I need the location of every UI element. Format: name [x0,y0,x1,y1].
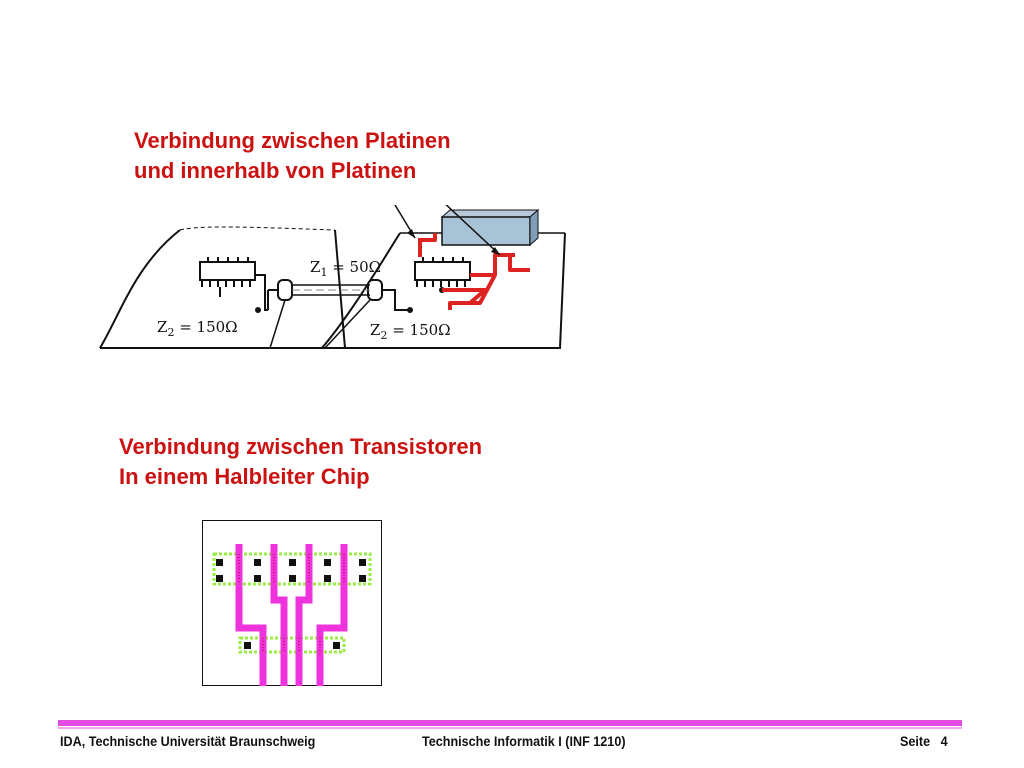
footer-rule-secondary [58,727,962,729]
arrow-to-board [394,205,416,239]
footer-institution: IDA, Technische Universität Braunschweig [60,733,316,749]
board-connection-heading: Verbindung zwischen Platinen und innerha… [134,126,451,186]
z2-left-label: Z2 = 150Ω [157,318,238,339]
right-ic-chip [414,257,471,287]
chip-layout-diagram [202,520,382,686]
coax-cable [267,279,410,311]
left-board-edge [179,226,336,231]
left-ic-chip [199,257,256,287]
board-interconnect-diagram [99,205,566,349]
left-trace [219,274,268,311]
chip-heading-line-2: In einem Halbleiter Chip [119,464,370,489]
board-heading-line-2: und innerhalb von Platinen [134,158,417,183]
z2-right-label: Z2 = 150Ω [370,321,451,342]
arrow-to-trace [445,205,501,256]
footer-rule [58,720,962,726]
z1-label: Z1 = 50Ω [310,258,382,279]
contact-strips [212,552,372,654]
gate-marks [238,554,345,652]
chip-heading-line-1: Verbindung zwischen Transistoren [119,434,483,459]
chip-boundary [202,520,382,686]
connector-block [440,208,540,247]
footer-page: Seite 4 [900,733,948,749]
chip-connection-heading: Verbindung zwischen Transistoren In eine… [119,432,482,492]
board-heading-line-1: Verbindung zwischen Platinen [134,128,451,153]
page-label: Seite [900,733,931,749]
contacts [216,559,366,649]
footer-course: Technische Informatik I (INF 1210) [422,733,626,749]
page-number: 4 [940,733,948,749]
